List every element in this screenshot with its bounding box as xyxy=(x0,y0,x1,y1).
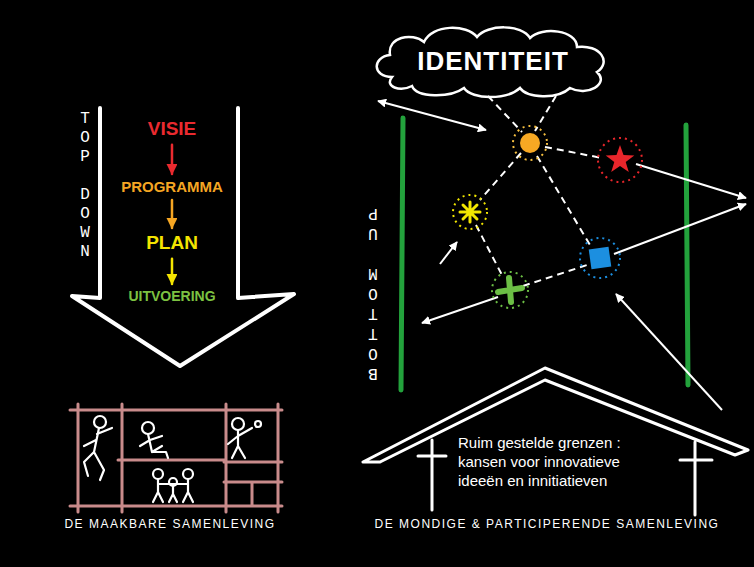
climber-head xyxy=(94,416,106,428)
sitter-head xyxy=(142,422,154,434)
flow-arrow xyxy=(171,145,174,174)
thrower-head xyxy=(232,418,244,430)
step-label: PROGRAMMA xyxy=(117,176,227,198)
sitter-figure xyxy=(140,434,168,458)
node-text: IDENTITEIT xyxy=(417,46,569,77)
arrow xyxy=(614,204,746,254)
flow-arrow xyxy=(171,259,174,284)
cloud-outline-path xyxy=(377,27,604,97)
star-rays xyxy=(598,138,642,182)
arrow xyxy=(616,294,722,410)
node-text: TOP DOWN xyxy=(80,110,90,262)
double-arrow xyxy=(378,101,486,130)
star-symbol xyxy=(606,145,635,172)
step-label: PLAN xyxy=(142,230,202,257)
node-text: PLAN xyxy=(146,232,198,255)
cross-rays xyxy=(492,272,528,308)
square-rays xyxy=(580,238,620,278)
caption: DE MAAKBARE SAMENLEVING xyxy=(45,517,295,531)
arrow xyxy=(422,297,498,323)
asterisk-symbol xyxy=(460,202,480,222)
idea-arrows xyxy=(378,101,746,410)
asterisk-rays xyxy=(453,195,487,229)
identity-cloud: IDENTITEIT xyxy=(372,22,614,100)
flow-arrow xyxy=(171,200,174,228)
arrow-outline-path xyxy=(72,108,294,366)
arrow xyxy=(636,164,746,198)
cross-symbol xyxy=(498,278,522,302)
caption: DE MONDIGE & PARTICIPERENDE SAMENLEVING xyxy=(340,517,754,531)
node-text: PROGRAMMA xyxy=(121,178,223,196)
step-label: UITVOERING xyxy=(124,286,219,307)
house-frame: Ruim gestelde grenzen : kansen voor inno… xyxy=(358,362,752,522)
family-head xyxy=(153,469,163,479)
family-head xyxy=(183,469,193,479)
arrow xyxy=(440,242,457,264)
square-symbol xyxy=(589,247,612,270)
family-figures xyxy=(153,479,193,502)
top-down-arrow: TOP DOWN VISIE PROGRAMMA PLAN UITVOERING xyxy=(66,104,302,370)
boundary-lines xyxy=(401,118,688,390)
vertical-label: BOTTOM UP xyxy=(368,203,378,383)
node-text: UITVOERING xyxy=(128,288,215,305)
node-text: VISIE xyxy=(148,118,197,141)
sun-rays xyxy=(513,126,547,160)
climber-figure xyxy=(84,428,112,480)
node-text: Ruim gestelde grenzen : kansen voor inno… xyxy=(458,433,648,490)
roof-outline-path xyxy=(363,368,748,515)
stick-figures xyxy=(84,416,261,502)
dashed-relations xyxy=(476,96,602,286)
sun-symbol xyxy=(520,133,540,153)
room-grid xyxy=(70,404,282,512)
ball xyxy=(255,421,261,427)
step-label: VISIE xyxy=(144,116,201,143)
thrower-figure xyxy=(228,428,252,458)
